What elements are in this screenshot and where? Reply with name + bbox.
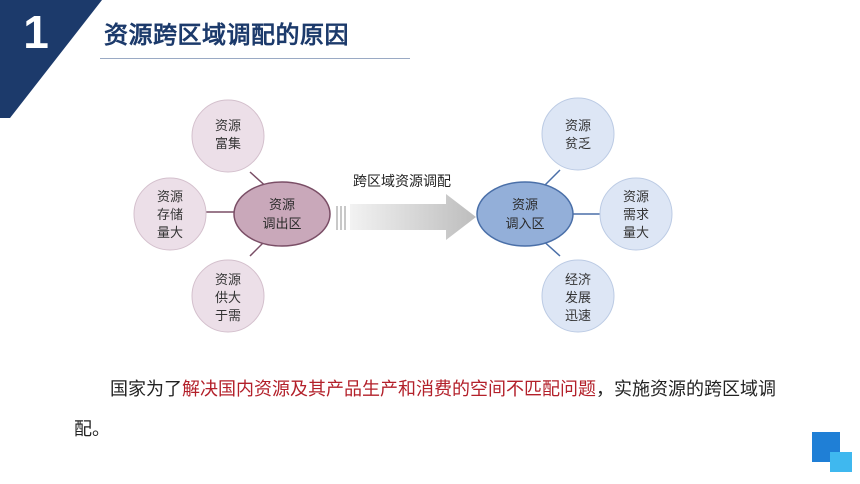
page-title: 资源跨区域调配的原因 bbox=[104, 21, 349, 49]
right-satellite-1: 资源 贫乏 bbox=[541, 97, 615, 171]
body-text-before: 国家为了 bbox=[110, 379, 182, 400]
left-satellite-3: 资源 供大 于需 bbox=[191, 259, 265, 333]
corner-logo-icon bbox=[812, 432, 852, 472]
transfer-arrow: 跨区域资源调配 bbox=[336, 174, 476, 240]
left-satellite-3-line-3: 于需 bbox=[215, 309, 241, 324]
right-satellite-2-line-1: 资源 bbox=[623, 190, 649, 205]
left-satellite-3-line-2: 供大 bbox=[215, 291, 241, 306]
right-satellite-3-line-2: 发展 bbox=[565, 290, 591, 306]
right-satellite-1-line-2: 贫乏 bbox=[565, 136, 591, 152]
section-number: 1 bbox=[23, 6, 49, 58]
right-center-line-2: 调入区 bbox=[505, 217, 544, 232]
right-satellite-3: 经济 发展 迅速 bbox=[541, 259, 615, 333]
left-center-line-2: 调出区 bbox=[262, 217, 301, 232]
left-satellite-1: 资源 富集 bbox=[191, 99, 265, 173]
body-text-after: ，实施资源的跨区域调配。 bbox=[74, 379, 776, 440]
body-text-highlight: 解决国内资源及其产品生产和消费的空间不匹配问题 bbox=[182, 379, 596, 400]
right-satellite-2: 资源 需求 量大 bbox=[599, 177, 673, 251]
header-corner-shape bbox=[0, 0, 102, 118]
left-center-line-1: 资源 bbox=[269, 198, 295, 213]
right-center-node: 资源 调入区 bbox=[476, 181, 574, 247]
arrow-label: 跨区域资源调配 bbox=[353, 174, 451, 190]
left-satellite-2: 资源 存储 量大 bbox=[133, 177, 207, 251]
right-center-line-1: 资源 bbox=[512, 198, 538, 213]
left-satellite-2-line-3: 量大 bbox=[157, 226, 183, 241]
left-satellite-3-line-1: 资源 bbox=[215, 273, 241, 288]
right-satellite-2-line-2: 需求 bbox=[623, 208, 649, 223]
right-satellite-1-line-1: 资源 bbox=[565, 119, 591, 134]
left-satellite-1-line-2: 富集 bbox=[215, 136, 241, 152]
right-satellite-2-line-3: 量大 bbox=[623, 226, 649, 241]
left-satellite-1-line-1: 资源 bbox=[215, 119, 241, 134]
title-underline bbox=[100, 58, 410, 59]
right-satellite-3-line-3: 迅速 bbox=[565, 309, 591, 324]
left-center-node: 资源 调出区 bbox=[233, 181, 331, 247]
left-satellite-2-line-1: 资源 bbox=[157, 190, 183, 205]
left-satellite-2-line-2: 存储 bbox=[157, 208, 183, 223]
body-paragraph: 国家为了解决国内资源及其产品生产和消费的空间不匹配问题，实施资源的跨区域调配。 bbox=[74, 370, 804, 450]
right-satellite-3-line-1: 经济 bbox=[565, 273, 591, 288]
